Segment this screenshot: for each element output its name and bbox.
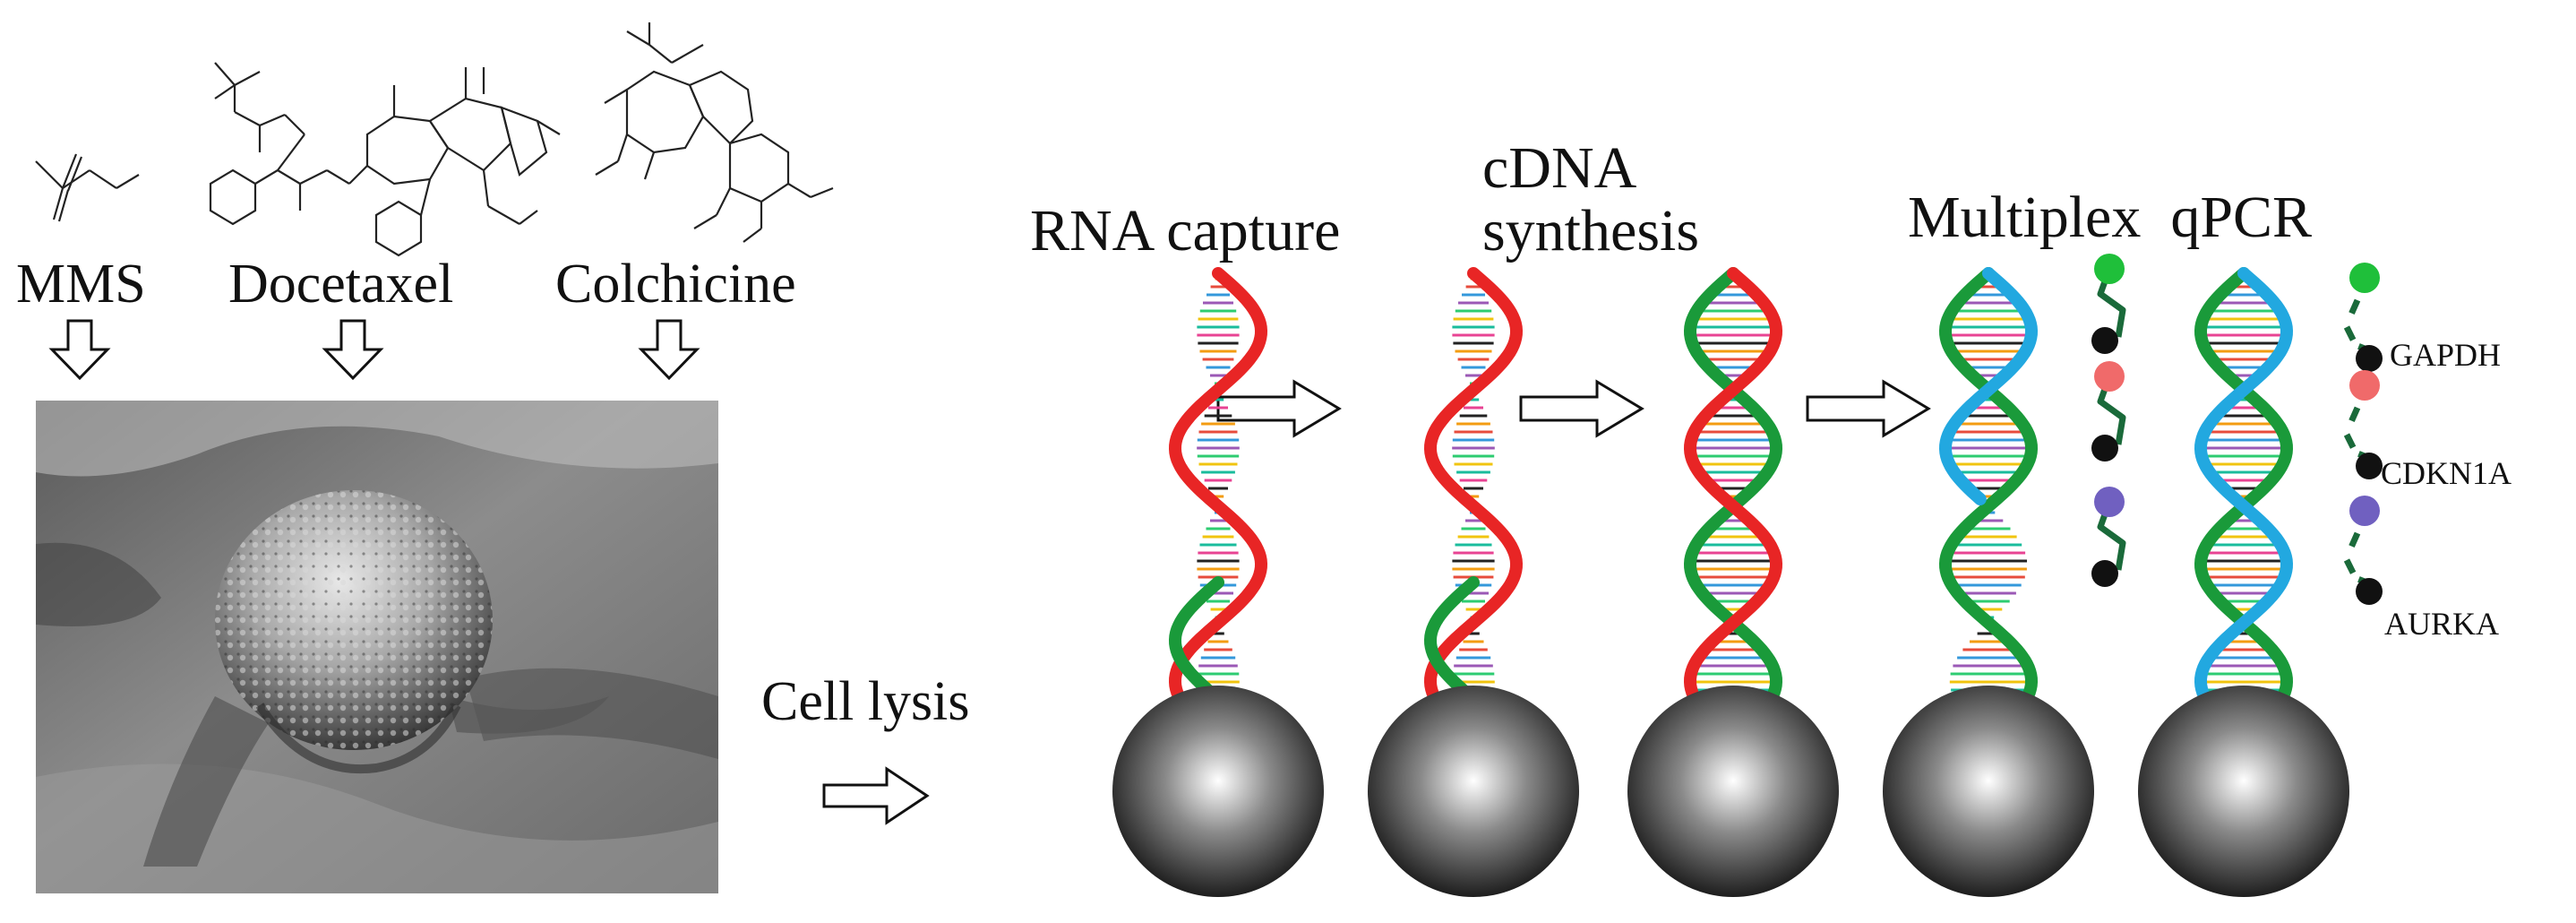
gene-label-cdkn1a: CDKN1A [2381,455,2512,491]
magnetic-bead [1368,686,1579,897]
quencher-cleaved-gapdh [2356,345,2383,372]
gene-label-gapdh: GAPDH [2390,337,2502,373]
drug-label-colchicine: Colchicine [555,254,796,315]
fluorophore-gapdh [2094,254,2125,284]
probe-linker-cleaved [2343,531,2375,589]
cdna-strand [2194,267,2294,713]
cdna-strand [1938,267,2039,713]
colchicine-structure-icon [595,22,834,243]
magnetic-bead [1883,686,2094,897]
drug-label-docetaxel: Docetaxel [228,254,454,315]
step-label-cell-lysis: Cell lysis [761,671,970,732]
magnetic-bead [2138,686,2349,897]
right-arrow-icon [1216,379,1342,438]
primer-strand [2194,267,2294,713]
fluorophore-cleaved-gapdh [2349,263,2380,293]
quencher-gapdh [2091,327,2118,354]
cell-micrograph [36,401,718,893]
quencher-cdkn1a [2091,435,2118,462]
gene-label-aurka: AURKA [2384,606,2500,642]
quencher-aurka [2091,560,2118,587]
step-label-cdna-line2: synthesis [1482,198,1700,263]
magnetic-bead [1627,686,1839,897]
magnetic-bead [1112,686,1324,897]
step-label-rna-capture: RNA capture [1030,198,1341,263]
down-arrow-icon [48,319,111,381]
fluorophore-cdkn1a [2094,361,2125,392]
probe-linker-cleaved [2343,298,2375,356]
quencher-cleaved-aurka [2356,578,2383,605]
down-arrow-icon [322,319,384,381]
rna-strand [1168,267,1268,713]
step-label-multiplex-qpcr: Multiplex qPCR [1908,185,2313,250]
rna-strand [1423,267,1524,713]
fluorophore-aurka [2094,487,2125,517]
quencher-cleaved-cdkn1a [2356,453,2383,479]
docetaxel-structure-icon [209,62,561,257]
fluorophore-cleaved-cdkn1a [2349,370,2380,401]
drug-label-mms: MMS [16,254,146,315]
primer-strand [1938,267,2039,505]
step-label-cdna-line1: cDNA [1482,135,1637,201]
probe-linker-cleaved [2343,406,2375,463]
right-arrow-icon [1519,379,1644,438]
rna-strand [1683,267,1783,713]
mms-structure-icon [35,153,140,222]
cdna-strand [1683,267,1783,713]
right-arrow-icon [822,766,930,825]
down-arrow-icon [638,319,700,381]
right-arrow-icon [1806,379,1931,438]
fluorophore-cleaved-aurka [2349,496,2380,526]
